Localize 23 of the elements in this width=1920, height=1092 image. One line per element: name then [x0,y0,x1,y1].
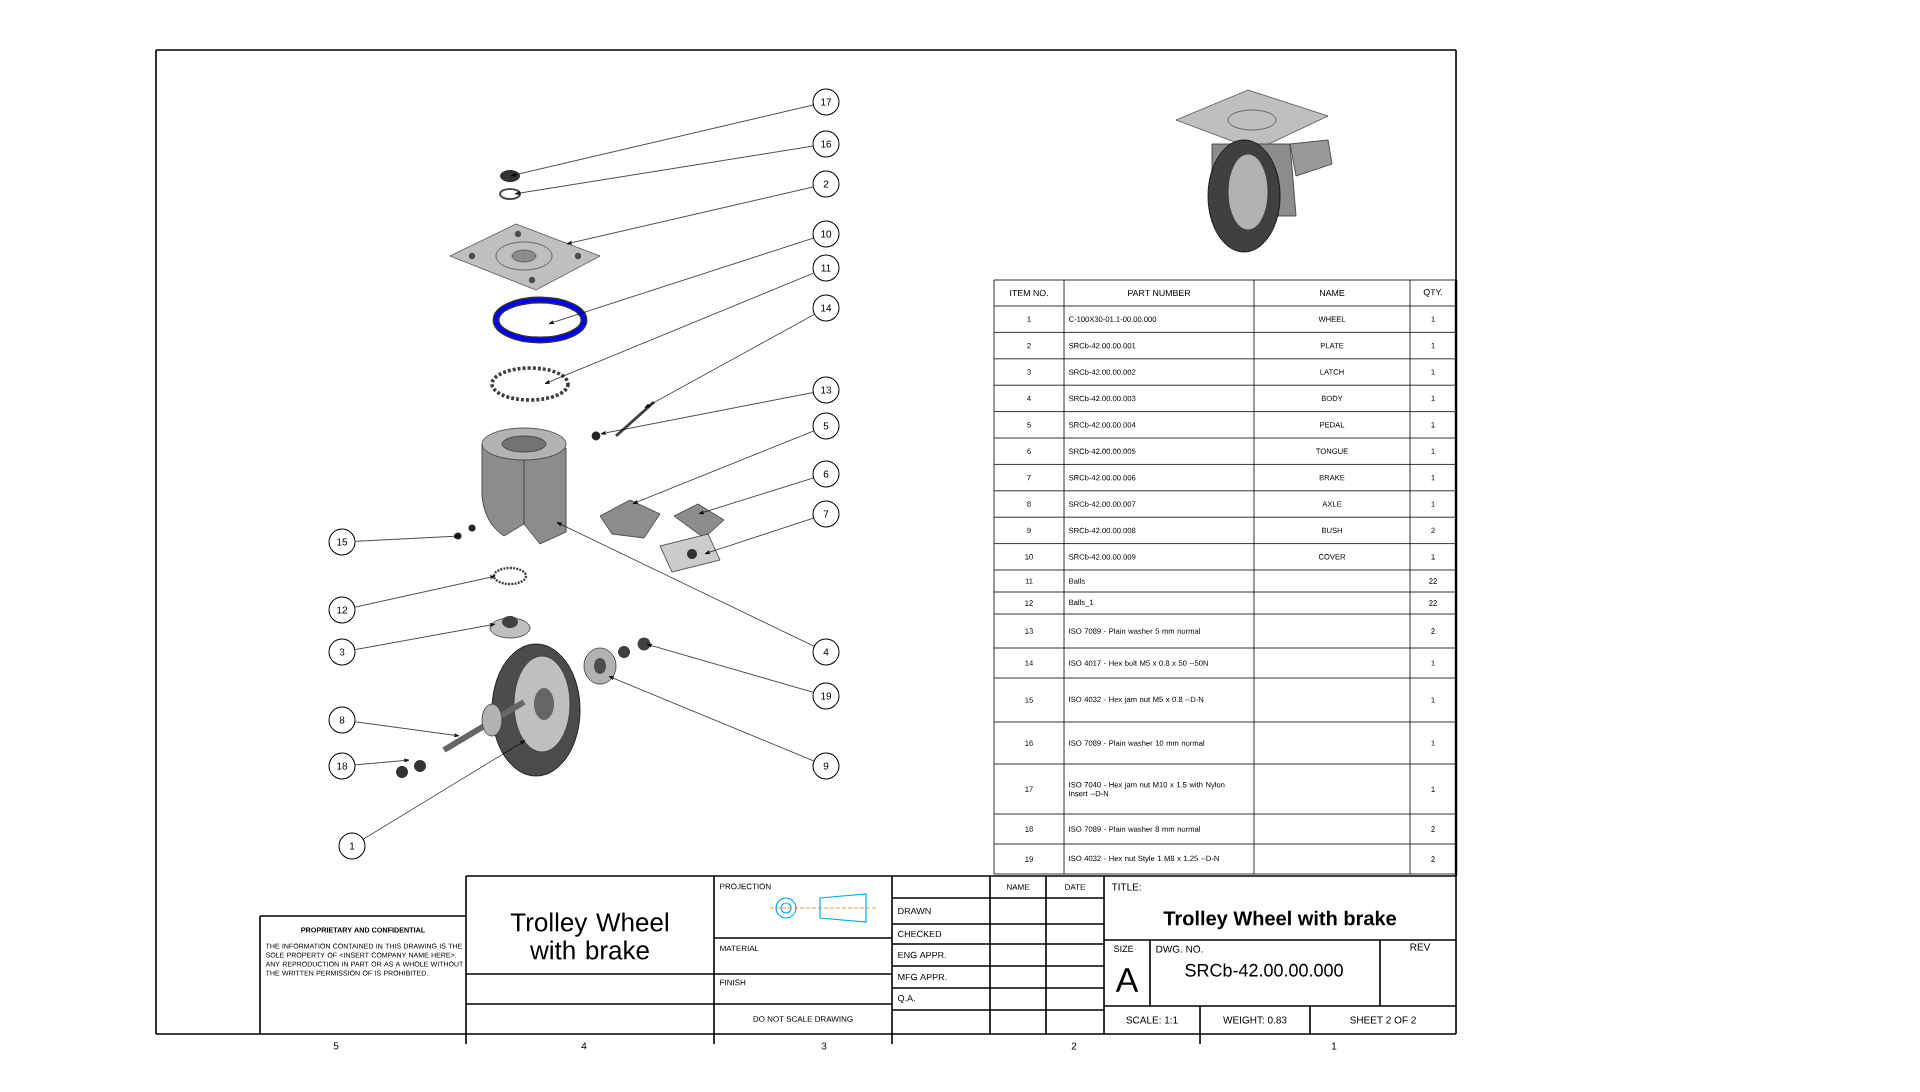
leader-line [544,272,814,384]
leader-line [510,104,814,177]
leader-line [608,676,814,762]
leader-line [566,186,814,245]
leader-line [556,522,815,647]
leader-line [644,314,815,408]
leader-line [355,758,410,766]
leader-line [355,721,460,737]
leader-line [355,534,460,542]
leader-line [548,237,814,324]
leader-line [600,392,814,435]
drawing-title: Trolley Wheel with brake [1163,910,1397,930]
leader-line [632,430,814,504]
drawing-number: SRCb-42.00.00.000 [1185,963,1343,977]
leader-line [704,517,814,554]
leader-line [646,643,814,693]
leader-line [363,740,526,840]
leader-line [698,477,814,515]
leader-line [354,623,496,650]
leader-line [514,145,814,195]
sheet-size: A [1115,968,1139,992]
drawing-title: Trolley Wheel with brake [510,912,668,960]
leader-line [354,575,496,608]
